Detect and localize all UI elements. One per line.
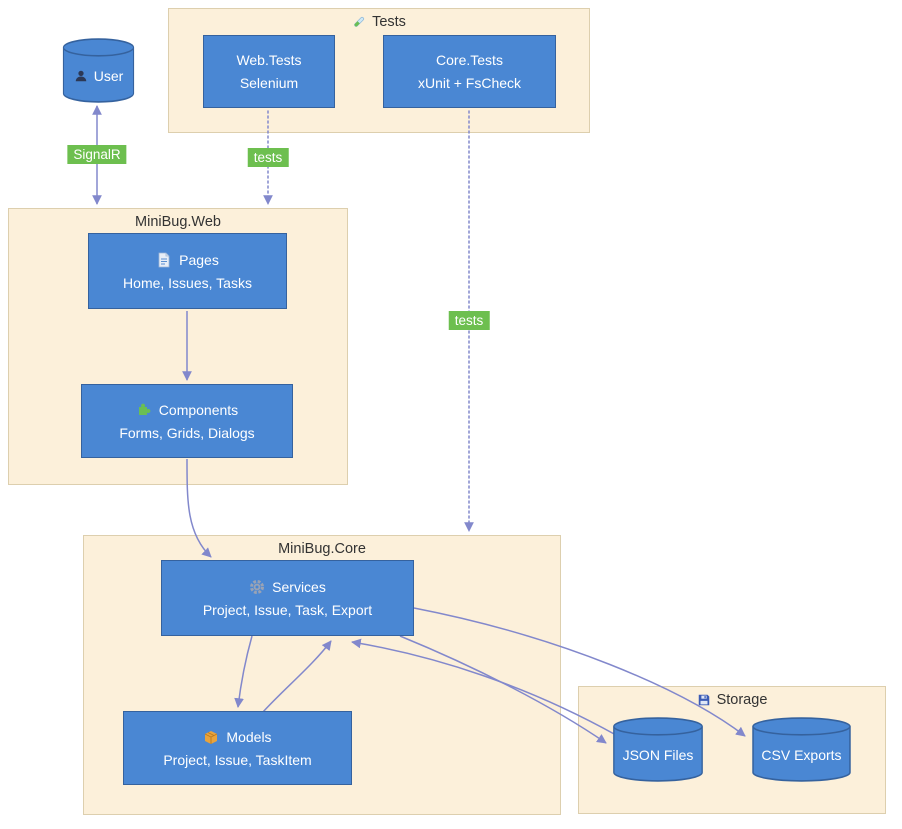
container-storage-title: Storage xyxy=(579,692,885,708)
node-title: Components xyxy=(136,402,238,418)
gear-icon xyxy=(249,579,265,595)
node-pages: Pages Home, Issues, Tasks xyxy=(88,233,287,309)
node-json-files-label: JSON Files xyxy=(622,746,694,763)
edge-label-tests-web: tests xyxy=(247,148,289,167)
cylinder-shape xyxy=(62,38,135,103)
node-title: Services xyxy=(249,579,326,595)
container-title-text: Tests xyxy=(372,14,406,30)
container-minibug-web-title: MiniBug.Web xyxy=(9,214,347,230)
node-title: Models xyxy=(203,729,272,745)
node-title: Web.Tests xyxy=(236,52,302,68)
node-core-tests: Core.Tests xUnit + FsCheck xyxy=(383,35,556,108)
node-subtitle: Home, Issues, Tasks xyxy=(123,274,252,291)
node-subtitle: xUnit + FsCheck xyxy=(417,75,522,91)
node-csv-exports: CSV Exports xyxy=(751,716,852,783)
floppy-icon xyxy=(697,693,711,707)
edge-label-tests-core: tests xyxy=(448,311,490,330)
container-tests-title: Tests xyxy=(169,14,589,30)
node-csv-exports-label: CSV Exports xyxy=(761,746,842,763)
node-subtitle: Project, Issue, TaskItem xyxy=(163,751,312,768)
node-json-files: JSON Files xyxy=(612,716,704,783)
container-title-text: MiniBug.Web xyxy=(135,214,221,230)
node-models: Models Project, Issue, TaskItem xyxy=(123,711,352,785)
package-icon xyxy=(203,729,219,745)
node-title: Core.Tests xyxy=(436,52,503,68)
node-components: Components Forms, Grids, Dialogs xyxy=(81,384,293,458)
node-subtitle: Project, Issue, Task, Export xyxy=(202,601,373,618)
node-title: Pages xyxy=(156,252,219,268)
test-tube-icon xyxy=(352,15,366,29)
page-icon xyxy=(156,252,172,268)
node-web-tests: Web.Tests Selenium xyxy=(203,35,335,108)
user-icon xyxy=(74,69,88,83)
node-subtitle: Selenium xyxy=(239,75,299,91)
node-user-label: User xyxy=(62,37,135,104)
container-title-text: Storage xyxy=(716,692,768,708)
node-subtitle: Forms, Grids, Dialogs xyxy=(119,424,255,441)
node-services: Services Project, Issue, Task, Export xyxy=(161,560,414,636)
node-user: User xyxy=(62,37,135,104)
puzzle-icon xyxy=(136,402,152,418)
cylinder-shape xyxy=(752,717,851,782)
container-title-text: MiniBug.Core xyxy=(278,541,366,557)
container-minibug-core-title: MiniBug.Core xyxy=(84,541,560,557)
edge-label-signalr: SignalR xyxy=(67,145,127,164)
